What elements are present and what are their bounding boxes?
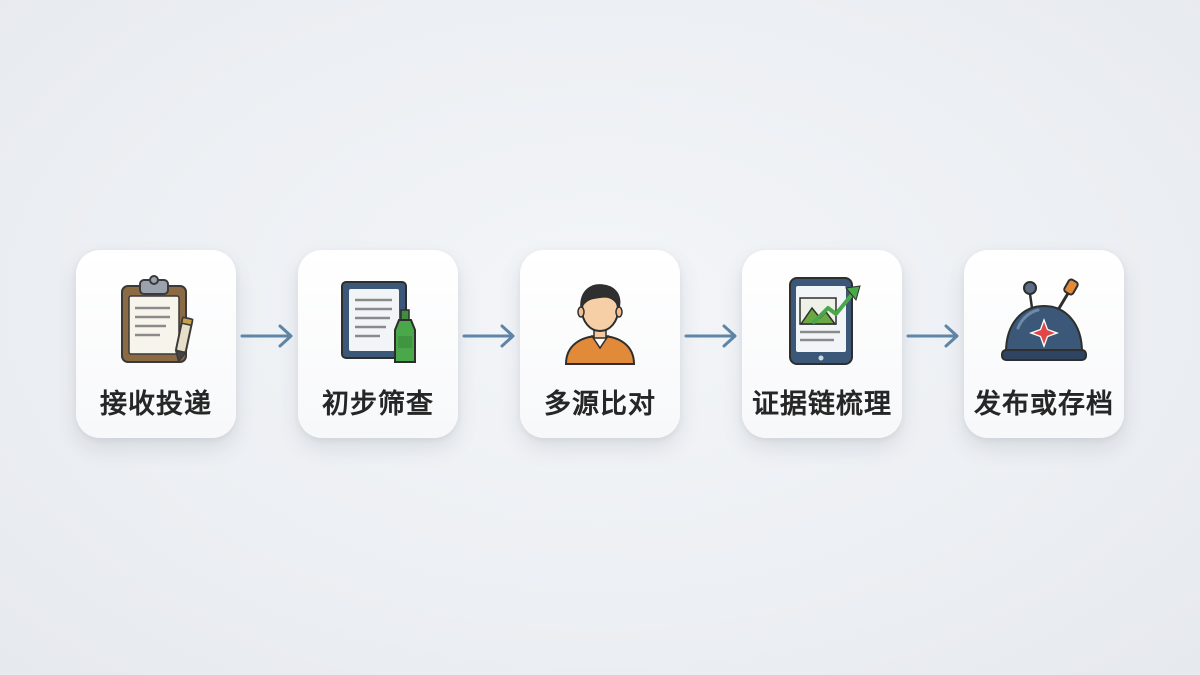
arrow-right-icon — [906, 324, 959, 348]
step-label: 初步筛查 — [322, 389, 434, 420]
step-card-receive: 接收投递 — [76, 250, 236, 438]
step-label: 证据链梳理 — [752, 389, 892, 420]
step-label: 发布或存档 — [974, 389, 1114, 420]
arrow-right-icon — [240, 324, 293, 348]
clipboard-icon — [108, 272, 204, 368]
dome-lever-icon — [996, 272, 1092, 368]
step-label: 多源比对 — [544, 389, 656, 420]
arrow-right-icon — [684, 324, 737, 348]
step-card-screen: 初步筛查 — [298, 250, 458, 438]
step-card-evidence: 证据链梳理 — [742, 250, 902, 438]
document-bottle-icon — [330, 272, 426, 368]
step-card-compare: 多源比对 — [520, 250, 680, 438]
person-icon — [552, 272, 648, 368]
step-label: 接收投递 — [100, 389, 212, 420]
tablet-chart-icon — [774, 272, 870, 368]
step-card-publish: 发布或存档 — [964, 250, 1124, 438]
arrow-right-icon — [462, 324, 515, 348]
